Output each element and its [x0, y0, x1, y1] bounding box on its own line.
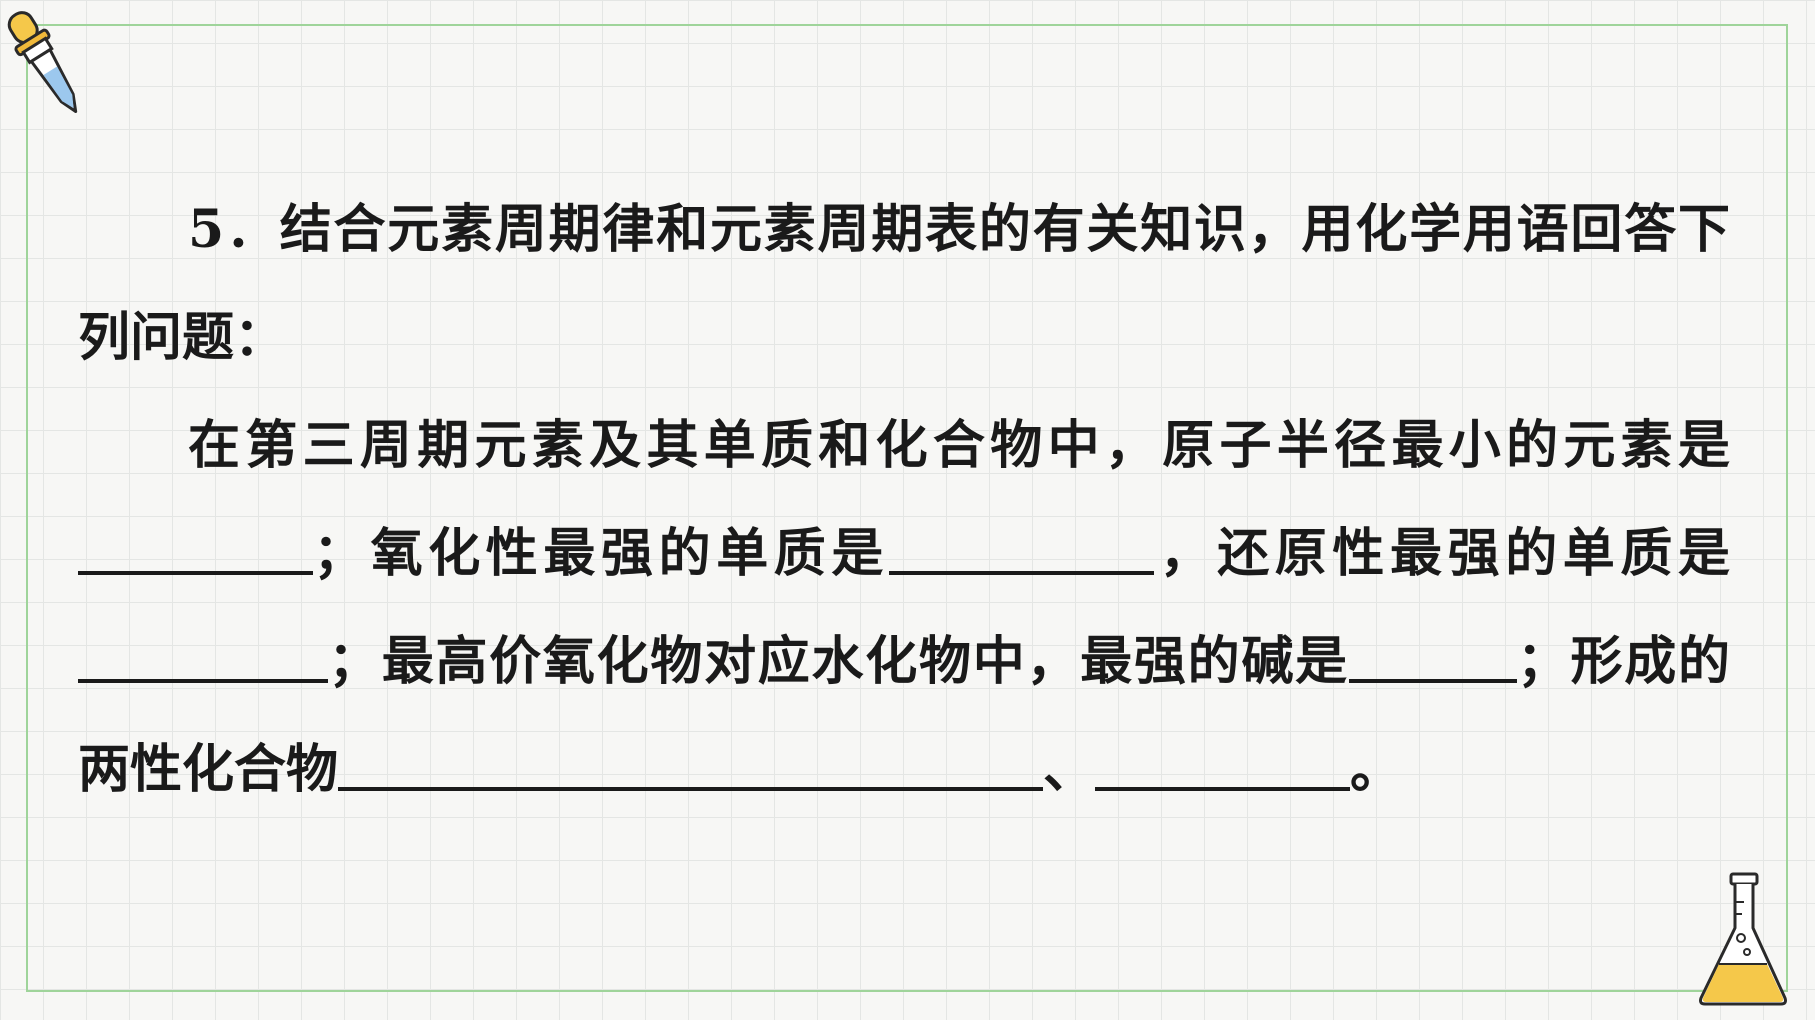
answer-blank-amphoteric-2[interactable]	[1095, 737, 1351, 791]
answer-blank-smallest-radius[interactable]	[78, 521, 313, 575]
text-segment: 、	[1043, 739, 1096, 800]
question-content: 5．结合元素周期律和元素周期表的有关知识，用化学用语回答下列问题： 在第三周期元…	[78, 176, 1730, 824]
text-segment: 在第三周期元素及其单质和化合物中，原子半径最小的元素是	[188, 415, 1730, 476]
page-frame	[26, 24, 1788, 992]
answer-blank-strongest-reducer[interactable]	[78, 629, 328, 683]
answer-blank-strongest-base[interactable]	[1348, 629, 1517, 683]
text-segment: ；氧化性最强的单质是	[313, 523, 889, 584]
text-segment: 。	[1350, 739, 1403, 800]
question-number: 5．	[188, 199, 280, 260]
question-intro: 5．结合元素周期律和元素周期表的有关知识，用化学用语回答下列问题：	[78, 176, 1730, 392]
dropper-icon	[7, 11, 78, 113]
question-body: 在第三周期元素及其单质和化合物中，原子半径最小的元素是 ；氧化性最强的单质是 ，还原…	[78, 392, 1730, 824]
answer-blank-strongest-oxidizer[interactable]	[889, 521, 1154, 575]
text-segment: ，还原性最强的单质是	[1154, 523, 1730, 584]
text-segment: ；最高价氧化物对应水化物中，最强的碱是	[328, 631, 1349, 692]
text-segment: ；形成的两性化合物	[78, 631, 1730, 800]
question-intro-text: 结合元素周期律和元素周期表的有关知识，用化学用语回答下列问题：	[78, 199, 1730, 368]
answer-blank-amphoteric-1[interactable]	[338, 737, 1044, 791]
flask-icon	[1699, 872, 1787, 1006]
